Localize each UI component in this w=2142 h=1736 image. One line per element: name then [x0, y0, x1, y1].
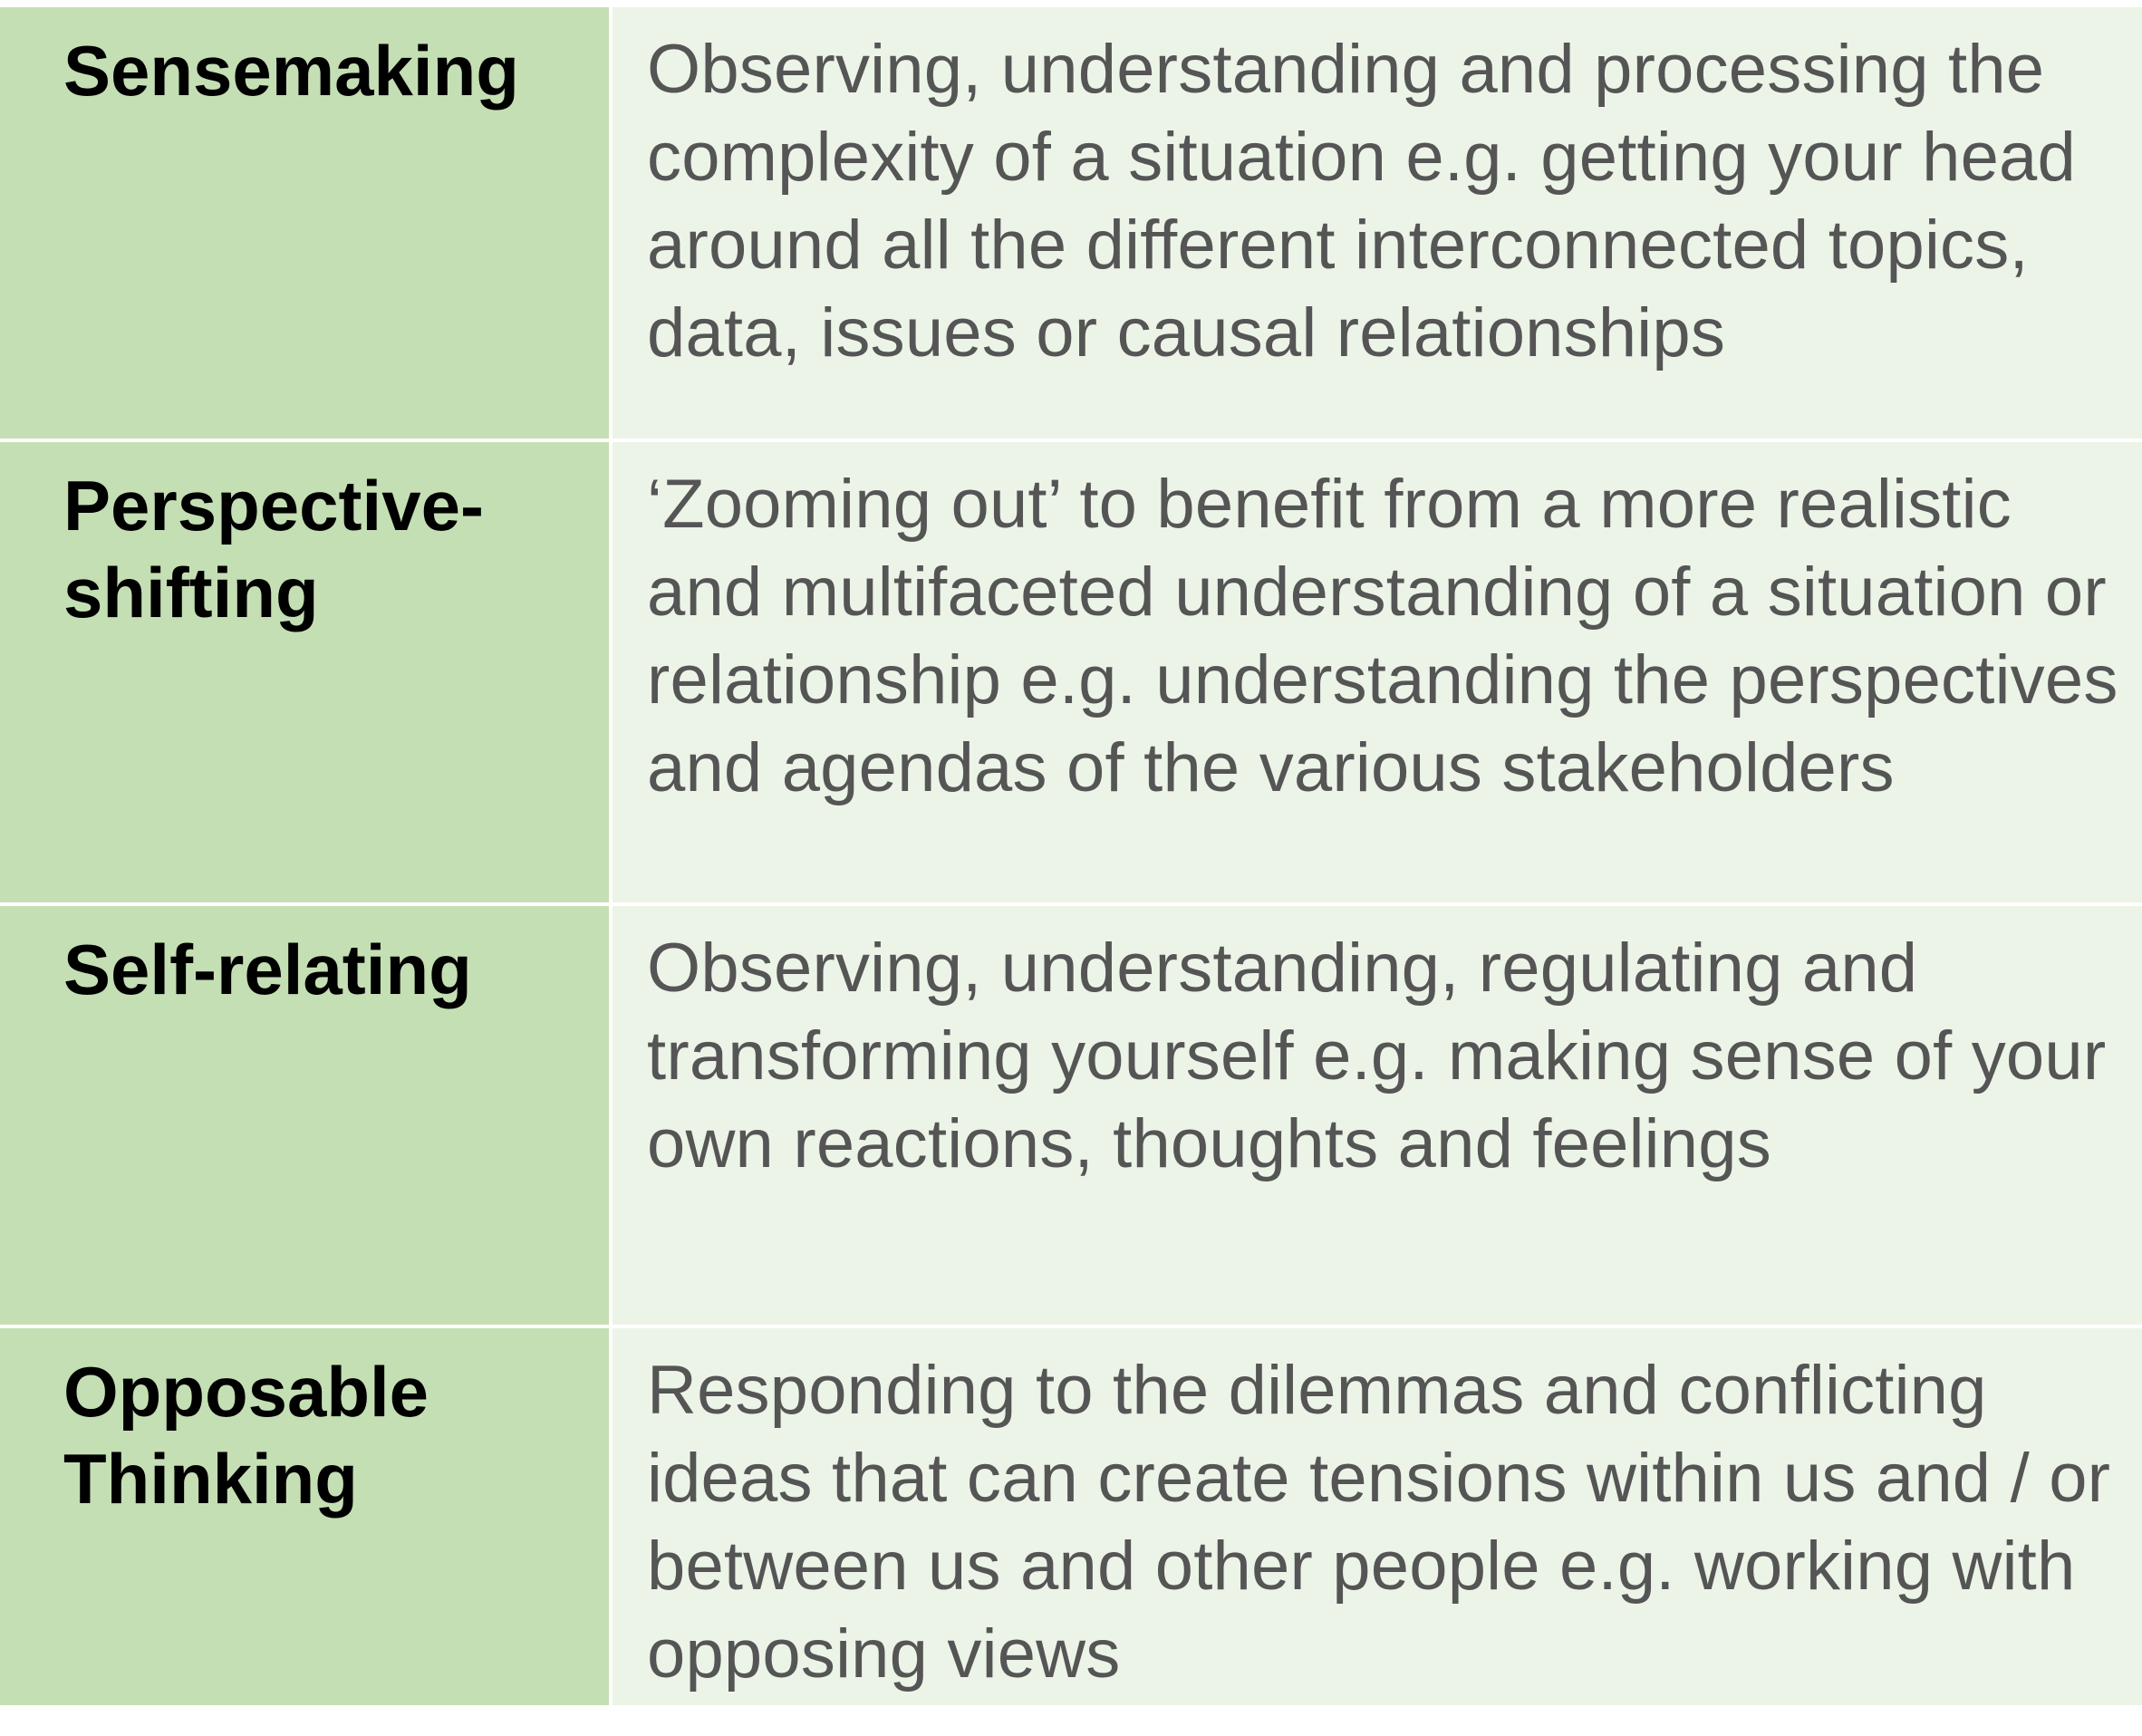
term-label: Sensemaking — [63, 31, 519, 111]
row-divider — [613, 902, 2142, 906]
column-divider — [609, 906, 613, 1325]
column-divider — [609, 442, 613, 902]
definitions-table: Sensemaking Observing, understanding and… — [0, 7, 2142, 1705]
term-label: Self-relating — [63, 930, 472, 1009]
term-cell-perspective-shifting: Perspective-shifting — [0, 442, 609, 902]
term-cell-self-relating: Self-relating — [0, 906, 609, 1325]
row-divider — [609, 1325, 613, 1328]
term-cell-opposable-thinking: Opposable Thinking — [0, 1328, 609, 1705]
column-divider — [609, 1328, 613, 1705]
description-text: ‘Zooming out’ to benefit from a more rea… — [647, 466, 2118, 806]
term-cell-sensemaking: Sensemaking — [0, 7, 609, 439]
description-text: Observing, understanding, regulating and… — [647, 930, 2107, 1182]
column-divider — [609, 7, 613, 439]
term-label: Opposable Thinking — [63, 1352, 429, 1519]
description-cell-perspective-shifting: ‘Zooming out’ to benefit from a more rea… — [613, 442, 2142, 902]
description-cell-self-relating: Observing, understanding, regulating and… — [613, 906, 2142, 1325]
description-text: Observing, understanding and processing … — [647, 31, 2076, 371]
term-label: Perspective-shifting — [63, 466, 484, 632]
description-cell-opposable-thinking: Responding to the dilemmas and conflicti… — [613, 1328, 2142, 1705]
row-divider — [609, 439, 613, 442]
row-divider — [613, 1325, 2142, 1328]
row-divider — [0, 902, 609, 906]
description-text: Responding to the dilemmas and conflicti… — [647, 1352, 2111, 1693]
description-cell-sensemaking: Observing, understanding and processing … — [613, 7, 2142, 439]
row-divider — [0, 439, 609, 442]
row-divider — [0, 1325, 609, 1328]
row-divider — [613, 439, 2142, 442]
row-divider — [609, 902, 613, 906]
